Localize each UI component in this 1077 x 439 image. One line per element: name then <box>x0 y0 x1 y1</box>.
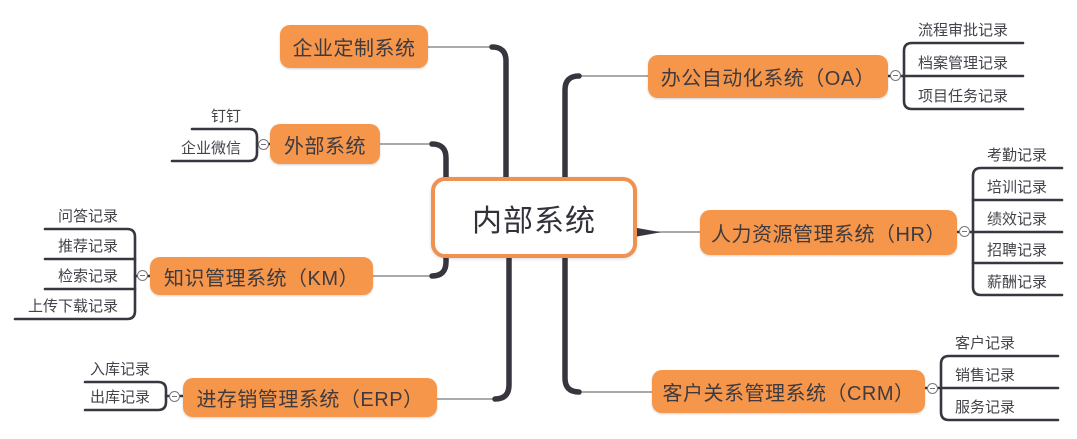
collapse-toggle-crm[interactable] <box>927 383 938 394</box>
leaf-search-records[interactable]: 检索记录 <box>57 268 118 285</box>
leaf-project-task-records[interactable]: 项目任务记录 <box>918 88 1009 105</box>
leaf-recommend-records[interactable]: 推荐记录 <box>57 238 118 255</box>
branch-topic-erp[interactable]: 进存销管理系统（ERP） <box>183 378 437 417</box>
child-links <box>13 41 1064 422</box>
collapse-toggle-external[interactable] <box>258 139 269 150</box>
leaf-inbound-records[interactable]: 入库记录 <box>89 361 150 378</box>
leaf-upload-download-records[interactable]: 上传下载记录 <box>27 298 118 315</box>
branch-topic-external[interactable]: 外部系统 <box>270 124 380 164</box>
leaf-performance-records[interactable]: 绩效记录 <box>987 211 1048 228</box>
leaf-archive-management-records[interactable]: 档案管理记录 <box>918 55 1009 72</box>
leaf-salary-records[interactable]: 薪酬记录 <box>987 274 1048 291</box>
branch-topic-custom[interactable]: 企业定制系统 <box>280 25 428 68</box>
branch-topic-hr[interactable]: 人力资源管理系统（HR） <box>700 210 957 255</box>
leaf-dingtalk[interactable]: 钉钉 <box>210 108 241 125</box>
collapse-toggle-oa[interactable] <box>890 70 901 81</box>
leaf-attendance-records[interactable]: 考勤记录 <box>987 147 1048 164</box>
collapse-toggle-erp[interactable] <box>169 391 180 402</box>
thin-links <box>373 46 700 400</box>
root-topic[interactable]: 内部系统 <box>431 177 637 258</box>
branch-topic-oa[interactable]: 办公自动化系统（OA） <box>648 55 888 98</box>
collapse-toggle-km[interactable] <box>137 270 148 281</box>
trunk-links <box>429 44 582 402</box>
leaf-outbound-records[interactable]: 出库记录 <box>89 389 150 406</box>
leaf-workflow-approval-records[interactable]: 流程审批记录 <box>918 22 1009 39</box>
leaf-wecom[interactable]: 企业微信 <box>180 140 241 157</box>
leaf-service-records[interactable]: 服务记录 <box>955 399 1016 416</box>
leaf-customer-records[interactable]: 客户记录 <box>955 335 1016 352</box>
branch-topic-crm[interactable]: 客户关系管理系统（CRM） <box>652 370 925 413</box>
leaf-qa-records[interactable]: 问答记录 <box>57 208 118 225</box>
leaf-sales-records[interactable]: 销售记录 <box>955 367 1016 384</box>
hr-link-taper <box>637 228 661 237</box>
leaf-recruitment-records[interactable]: 招聘记录 <box>987 242 1048 259</box>
branch-topic-km[interactable]: 知识管理系统（KM） <box>150 257 373 295</box>
leaf-training-records[interactable]: 培训记录 <box>987 179 1048 196</box>
collapse-toggle-hr[interactable] <box>959 226 970 237</box>
